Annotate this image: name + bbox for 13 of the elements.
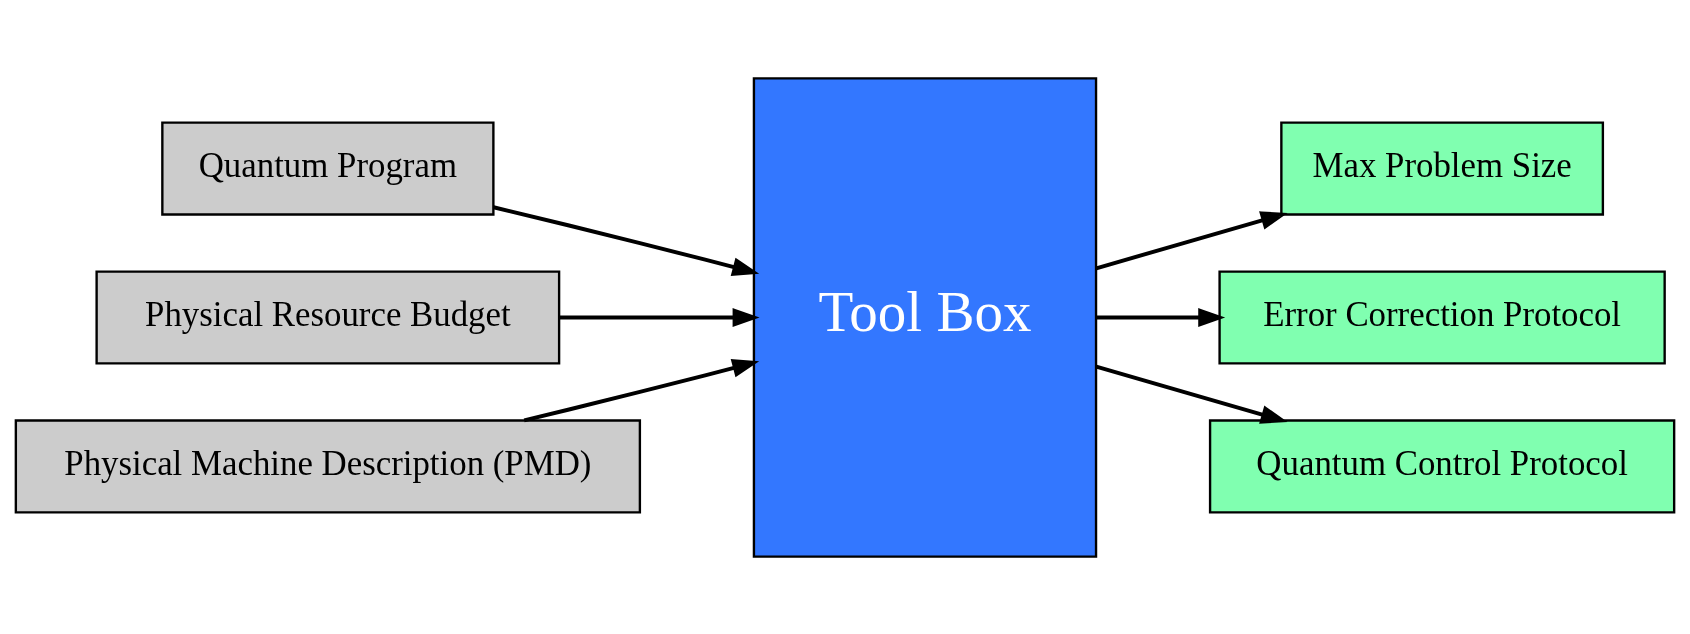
node-box: Physical Resource Budget bbox=[95, 269, 561, 365]
arrow bbox=[559, 307, 760, 327]
arrow bbox=[1096, 307, 1226, 327]
node-box: Max Problem Size bbox=[1280, 121, 1605, 216]
node-box: Quantum Program bbox=[161, 121, 495, 216]
arrow bbox=[1095, 364, 1288, 424]
node-box: Error Correction Protocol bbox=[1218, 269, 1666, 365]
node-box: Physical Machine Description (PMD) bbox=[14, 418, 642, 513]
arrow bbox=[523, 358, 760, 422]
arrow bbox=[493, 204, 760, 276]
node-box: Tool Box bbox=[752, 76, 1098, 558]
node-box: Quantum Control Protocol bbox=[1208, 418, 1676, 513]
arrow bbox=[1095, 210, 1288, 270]
